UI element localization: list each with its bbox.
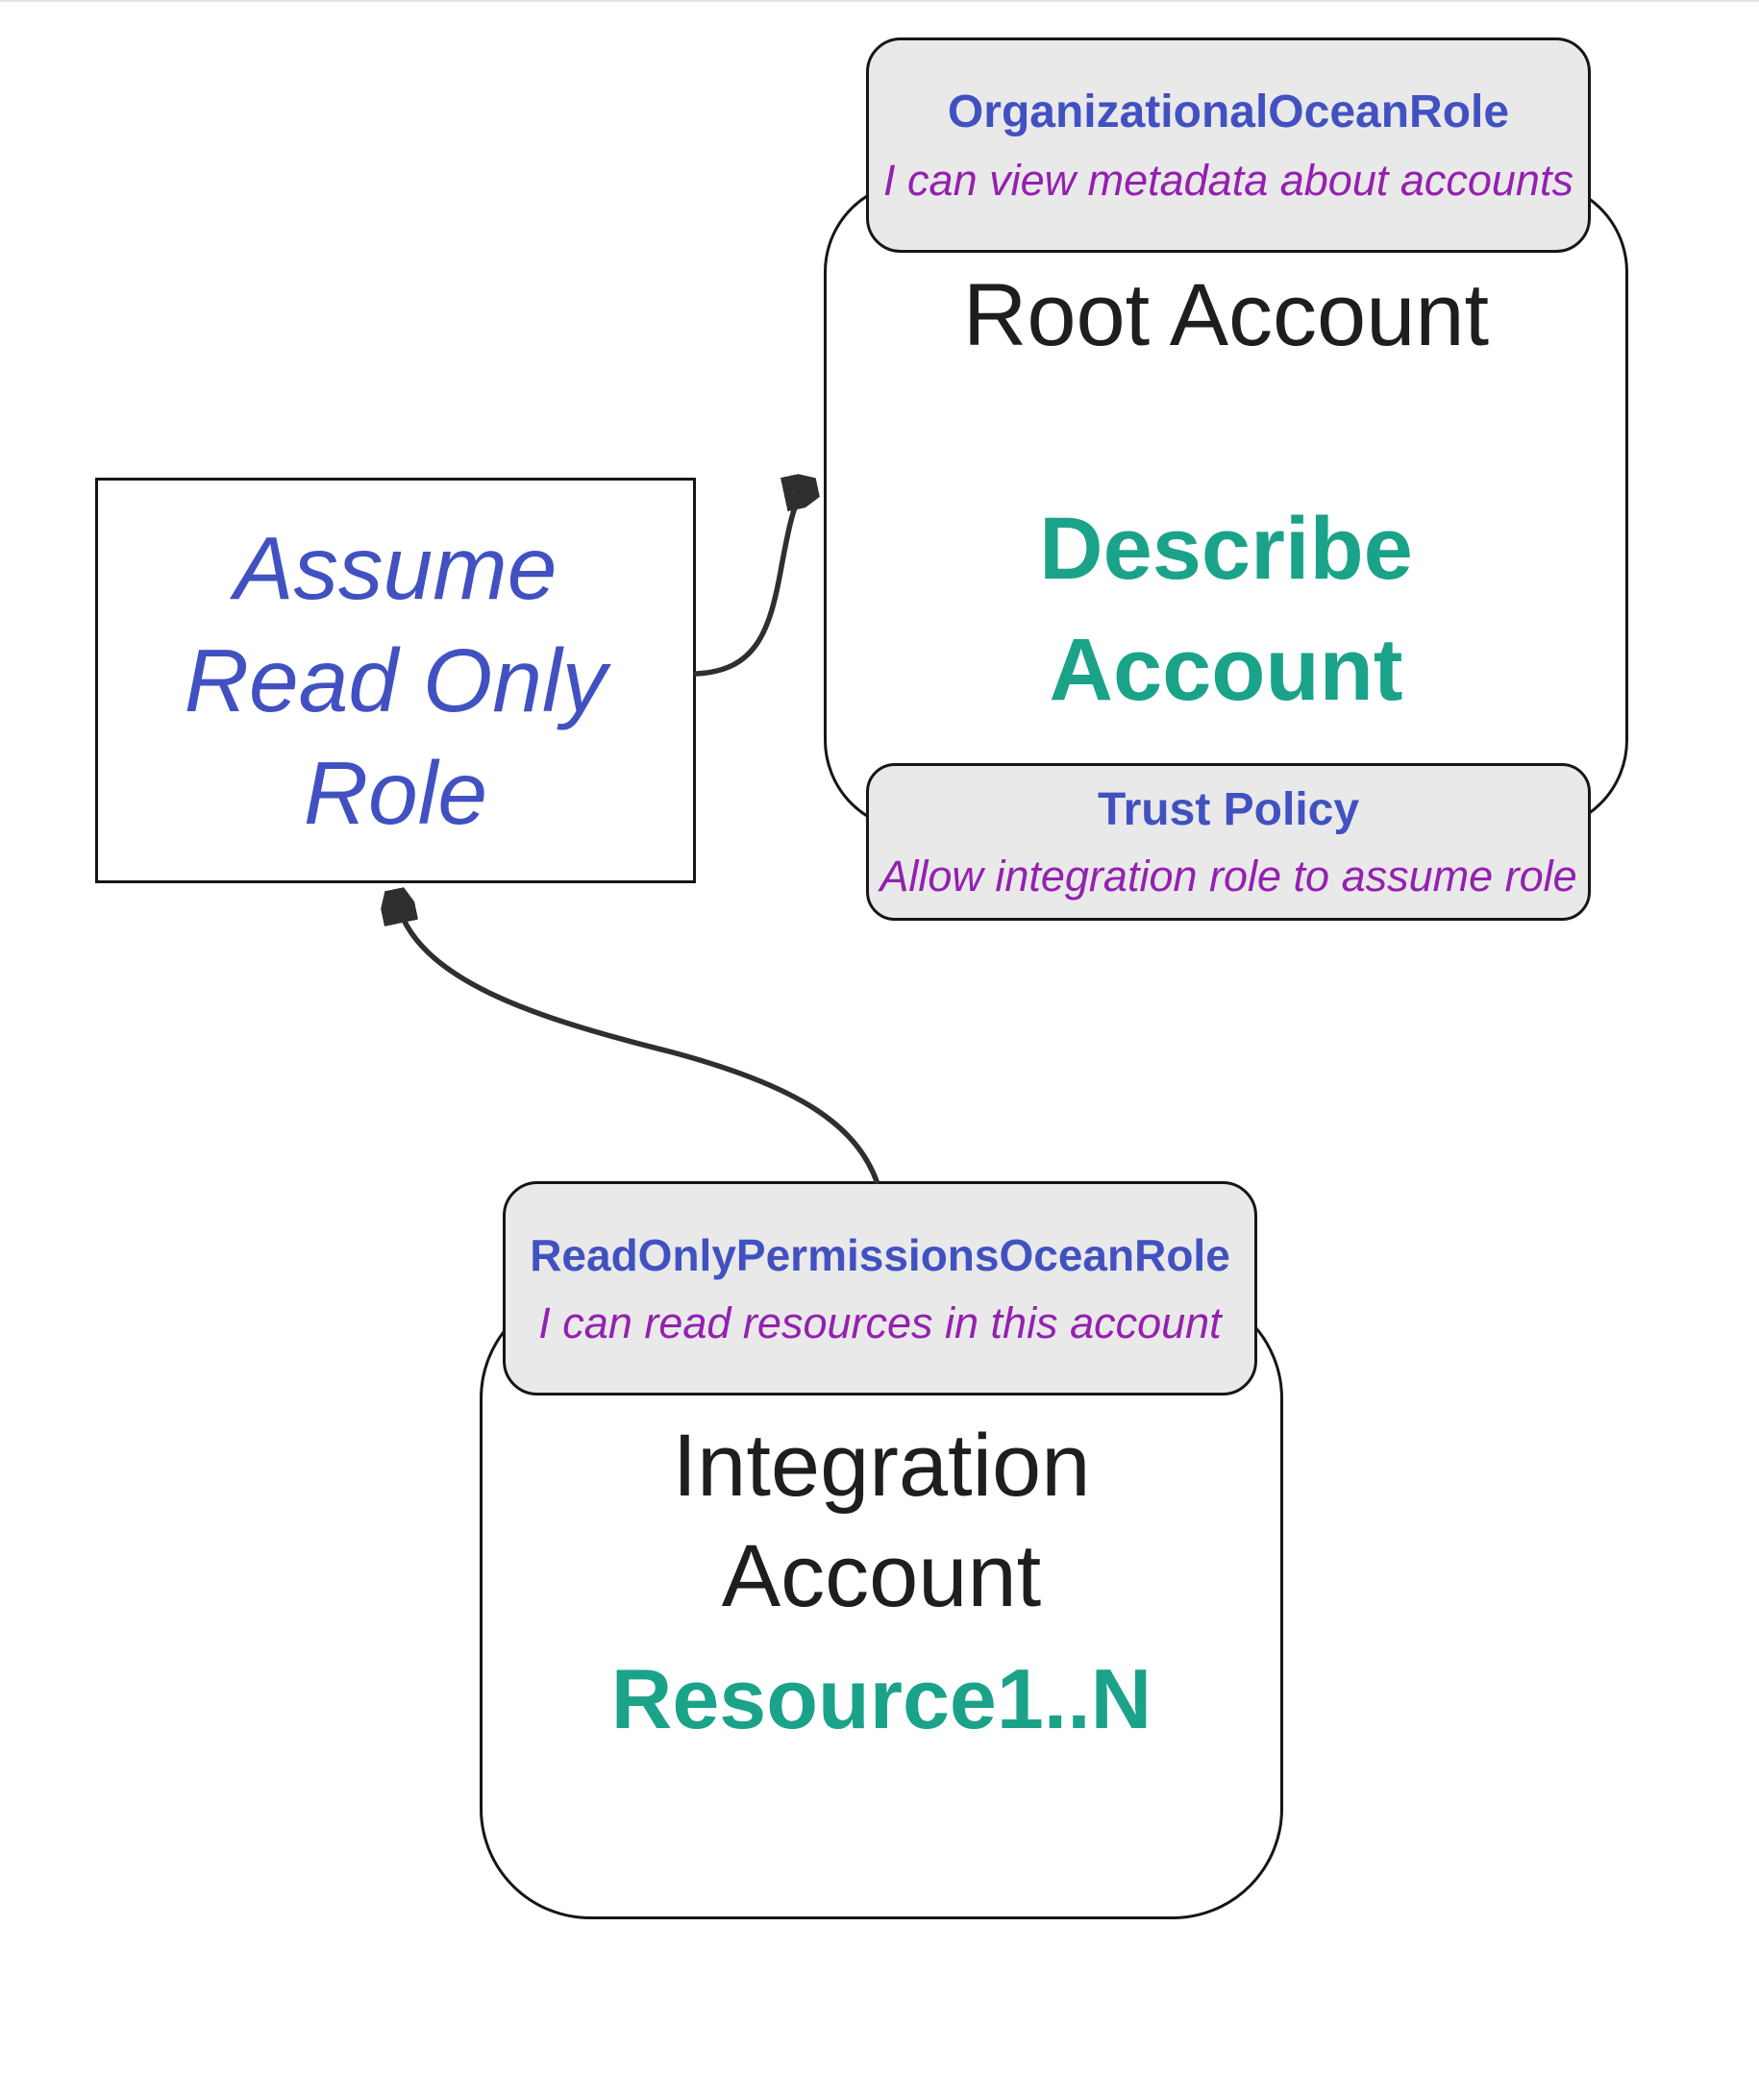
read-only-line: Read Only: [184, 630, 607, 730]
read-only-permissions-ocean-role-subtitle: I can read resources in this account: [538, 1298, 1222, 1347]
arrow-integration-to-assume: [396, 898, 880, 1184]
arrow-assume-to-root: [693, 489, 809, 677]
account-line: Account: [1049, 621, 1403, 719]
trust-policy-title: Trust Policy: [1097, 783, 1360, 835]
describe-line: Describe: [1039, 500, 1413, 598]
trust-policy-badge: Trust Policy Allow integration role to a…: [866, 763, 1591, 921]
account-line: Account: [721, 1527, 1042, 1625]
read-only-permissions-ocean-role-title: ReadOnlyPermissionsOceanRole: [530, 1230, 1230, 1280]
trust-policy-subtitle: Allow integration role to assume role: [880, 851, 1577, 901]
integration-line: Integration: [672, 1417, 1091, 1515]
assume-read-only-role-node: Assume Read Only Role: [95, 478, 696, 883]
assume-line: Assume: [234, 517, 557, 618]
integration-resources: Resource1..N: [610, 1651, 1152, 1746]
root-account-action: Describe Account: [827, 488, 1625, 730]
read-only-permissions-ocean-role-badge: ReadOnlyPermissionsOceanRole I can read …: [503, 1181, 1257, 1396]
organizational-ocean-role-subtitle: I can view metadata about accounts: [883, 155, 1573, 205]
root-account-node: Root Account Describe Account: [824, 181, 1628, 831]
integration-account-title: Integration Account: [483, 1411, 1280, 1632]
role-line: Role: [303, 742, 488, 843]
page-top-border: [0, 0, 1759, 2]
organizational-ocean-role-badge: OrganizationalOceanRole I can view metad…: [866, 37, 1591, 253]
organizational-ocean-role-title: OrganizationalOceanRole: [947, 86, 1510, 137]
root-account-title: Root Account: [962, 266, 1490, 364]
